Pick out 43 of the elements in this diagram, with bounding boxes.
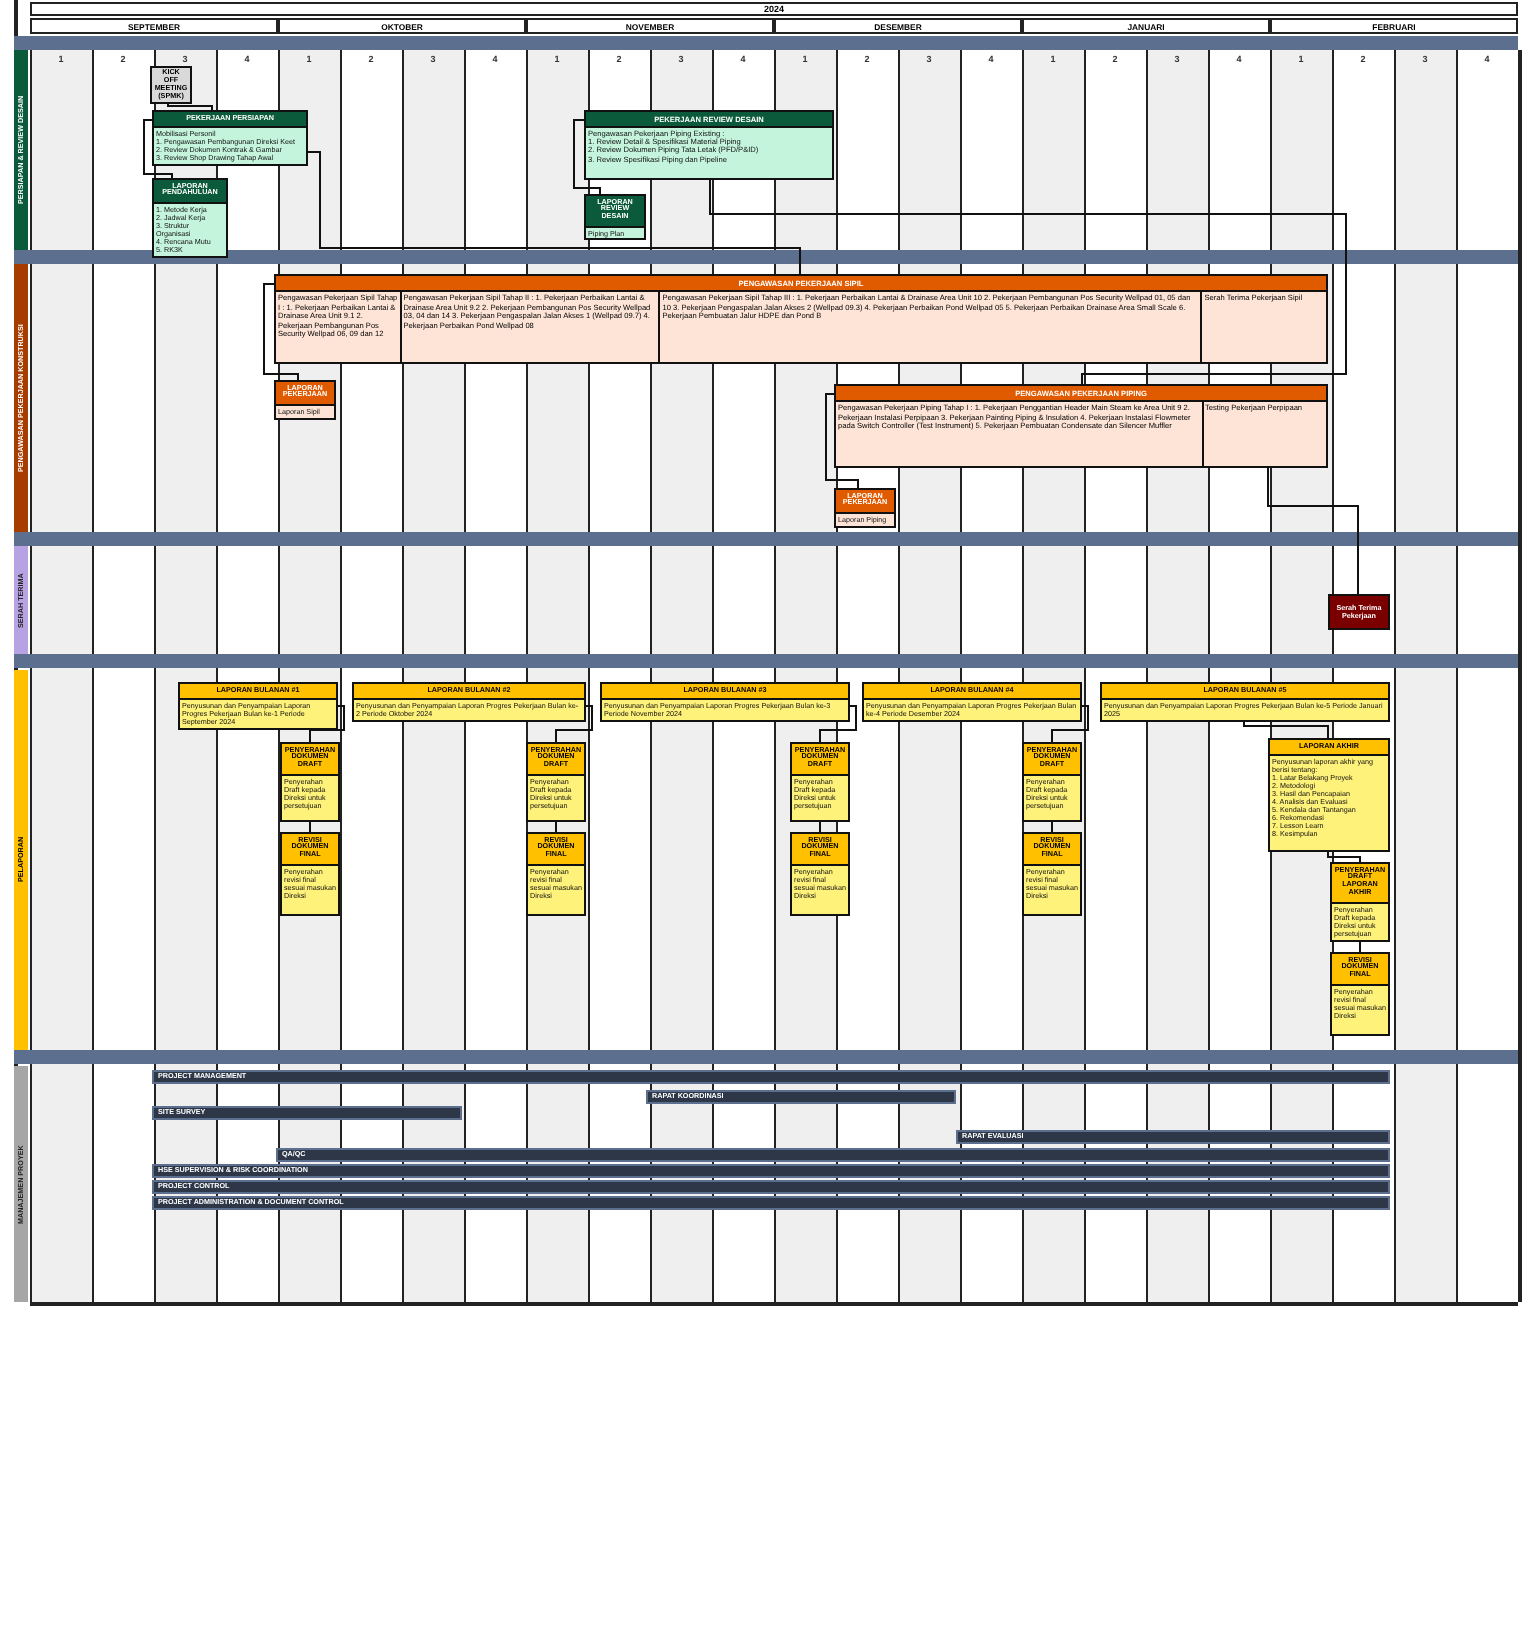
task-card xyxy=(352,682,586,722)
connector xyxy=(573,119,601,195)
task-card xyxy=(152,178,228,258)
task-card xyxy=(790,832,850,916)
connector xyxy=(825,393,859,489)
task-card xyxy=(1330,952,1390,1036)
task-card xyxy=(152,110,308,166)
task-card xyxy=(274,274,1328,364)
task-card xyxy=(526,742,586,822)
task-card xyxy=(834,384,1328,468)
connector xyxy=(167,102,213,111)
task-card xyxy=(584,194,646,241)
task-card xyxy=(1268,738,1390,852)
connector xyxy=(709,179,1347,385)
connector xyxy=(1243,720,1329,739)
task-card xyxy=(280,742,340,822)
connector xyxy=(1267,467,1359,595)
task-card xyxy=(1022,742,1082,822)
task-card xyxy=(584,110,834,180)
task-card xyxy=(1100,682,1390,722)
task-card xyxy=(274,380,336,420)
task-card xyxy=(1022,832,1082,916)
task-card xyxy=(600,682,850,722)
connector xyxy=(1327,851,1361,863)
task-card xyxy=(1330,862,1390,942)
connector xyxy=(1051,705,1089,743)
connector xyxy=(555,705,593,743)
connector xyxy=(819,705,857,743)
connector xyxy=(1359,941,1361,953)
task-card xyxy=(178,682,338,730)
connector xyxy=(819,821,821,833)
task-card xyxy=(834,488,896,528)
task-card xyxy=(526,832,586,916)
connector xyxy=(307,151,801,275)
connector xyxy=(143,119,173,179)
task-card xyxy=(280,832,340,916)
task-card xyxy=(862,682,1082,722)
connector xyxy=(555,821,557,833)
connector xyxy=(309,705,345,743)
task-card xyxy=(790,742,850,822)
connector xyxy=(309,821,311,833)
connector xyxy=(263,283,299,381)
connector xyxy=(1051,821,1053,833)
